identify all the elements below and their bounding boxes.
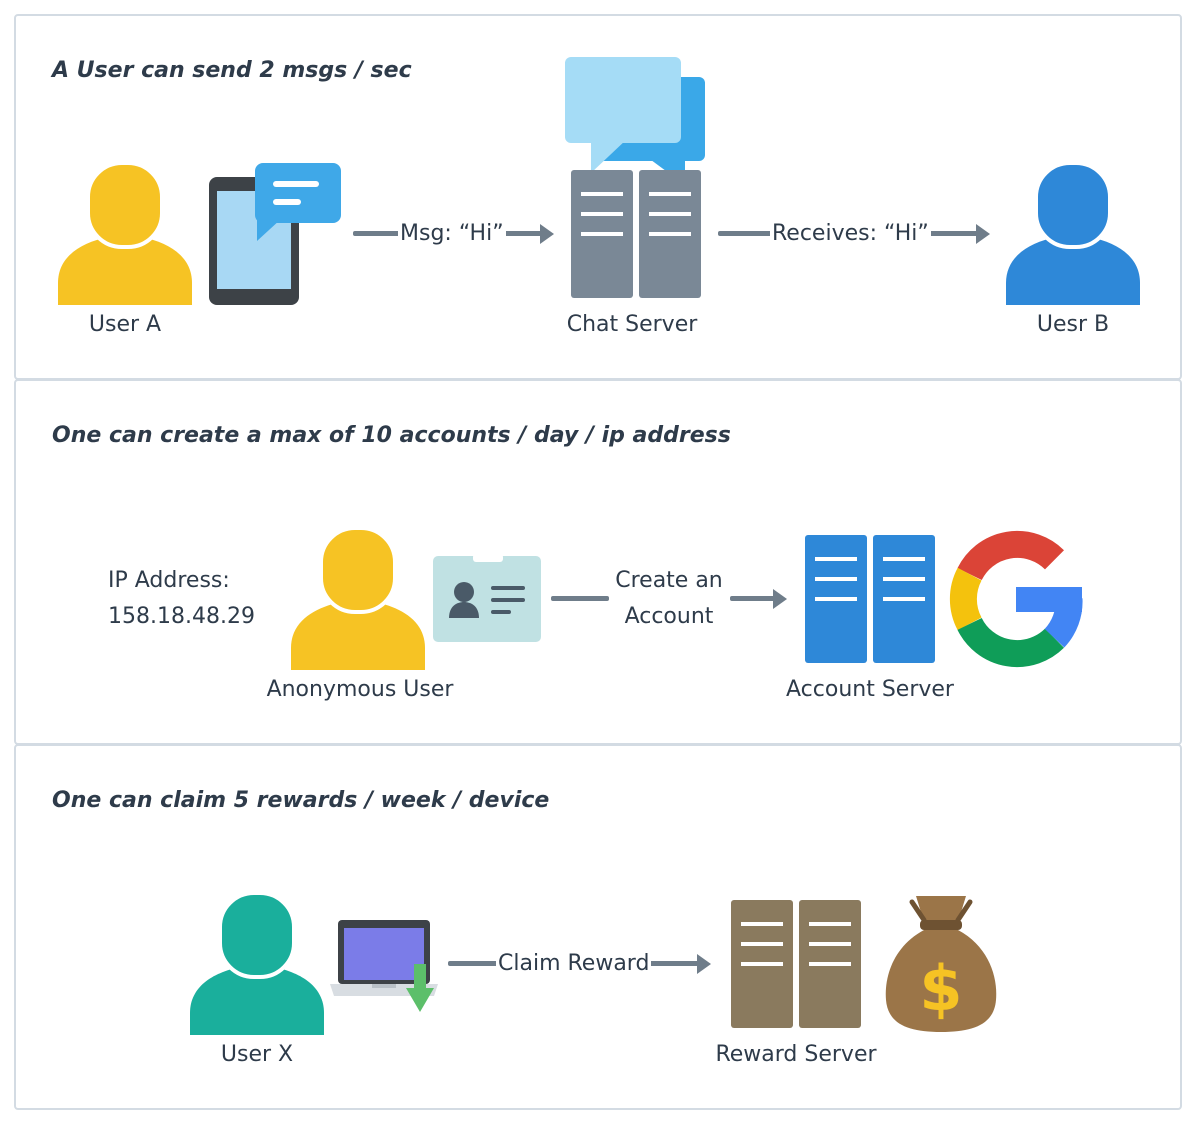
arrow-create-line-right [730,596,778,601]
arrow-msg-label: Msg: “Hi” [398,220,506,248]
chat-server-label: Chat Server [566,312,698,337]
panel-title: One can create a max of 10 accounts / da… [52,423,731,448]
money-bag-icon: $ [884,892,998,1034]
account-server-icon [805,535,935,663]
anonymous-user-label: Anonymous User [266,677,454,702]
chat-server-icon [571,170,701,298]
user-a-label: User A [88,312,162,337]
panel-title: One can claim 5 rewards / week / device [52,788,550,813]
arrow-create-head [773,589,787,609]
panel-title: A User can send 2 msgs / sec [52,58,412,83]
anonymous-user-icon [291,526,425,670]
arrow-create-label-line1: Create an [615,568,723,593]
smartphone-message-icon [209,163,343,305]
user-a-icon [58,161,192,305]
arrow-claim-label: Claim Reward [496,950,652,978]
arrow-msg-head [540,224,554,244]
arrow-create-line-left [551,596,609,601]
arrow-claim-head [697,954,711,974]
reward-rate-limit-panel: One can claim 5 rewards / week / device [14,744,1182,1110]
user-x-label: User X [220,1042,294,1067]
id-card-icon [433,554,541,642]
arrow-receives-label: Receives: “Hi” [770,220,931,248]
arrow-create-label-line2: Account [624,604,714,629]
user-b-label: Uesr B [1036,312,1110,337]
ip-address-value: 158.18.48.29 [108,604,255,629]
reward-server-icon [731,900,861,1028]
svg-text:$: $ [919,952,962,1025]
chat-bubbles-icon [565,57,707,187]
laptop-download-icon [330,920,442,1014]
arrow-receives-head [976,224,990,244]
ip-address-label: IP Address: [108,568,230,593]
user-b-icon [1006,161,1140,305]
google-logo [949,530,1083,668]
reward-server-label: Reward Server [715,1042,877,1067]
user-x-icon [190,891,324,1035]
account-server-label: Account Server [786,677,954,702]
